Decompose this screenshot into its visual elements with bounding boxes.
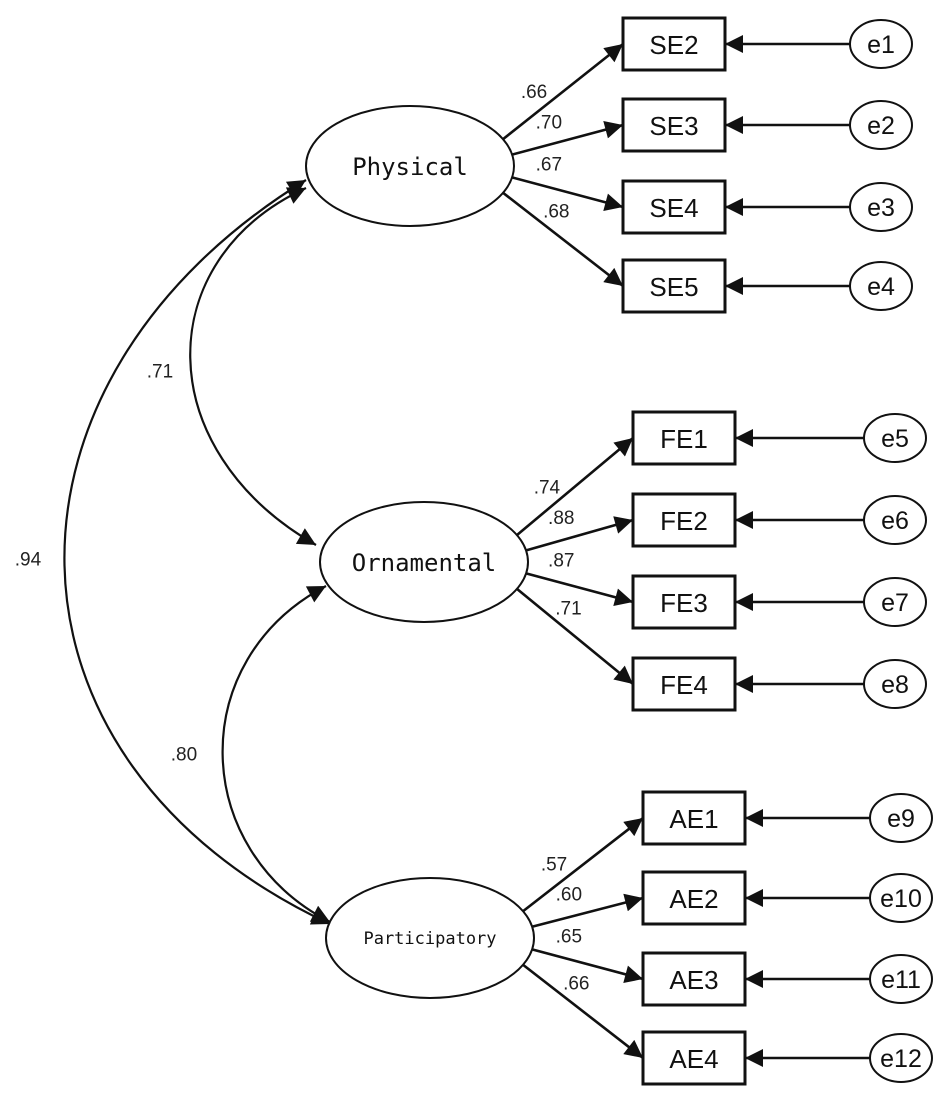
loading-value-se2: .66 <box>521 82 547 103</box>
error-circle-e12 <box>869 1033 933 1083</box>
error-label-e3: e3 <box>867 194 895 222</box>
loading-path-se5 <box>498 188 624 288</box>
indicator-box-ae1 <box>641 790 747 846</box>
latent-label-participatory: Participatory <box>363 929 496 949</box>
error-label-e5: e5 <box>881 425 909 453</box>
loading-value-ae4: .66 <box>563 974 589 995</box>
error-circle-e3 <box>849 182 913 232</box>
error-circle-e1 <box>849 19 913 69</box>
loading-path-ae2 <box>519 893 644 932</box>
loading-value-se4: .67 <box>536 155 562 176</box>
indicator-label-ae2: AE2 <box>669 884 718 914</box>
loading-path-se2 <box>498 42 624 144</box>
correlation-arc-physical-ornamental <box>189 187 317 546</box>
indicator-label-se2: SE2 <box>649 30 698 60</box>
indicator-box-fe3 <box>631 574 737 630</box>
error-circle-e4 <box>849 261 913 311</box>
loading-path-fe1 <box>512 437 634 539</box>
latent-label-ornamental: Ornamental <box>352 549 497 577</box>
indicator-label-ae4: AE4 <box>669 1044 718 1074</box>
loading-value-ae1: .57 <box>541 855 567 876</box>
error-circle-e8 <box>863 659 927 709</box>
error-label-e8: e8 <box>881 671 909 699</box>
loading-path-ae4 <box>518 960 644 1060</box>
error-circle-e9 <box>869 793 933 843</box>
loading-path-fe4 <box>512 584 634 686</box>
error-label-e1: e1 <box>867 31 895 59</box>
error-circle-e5 <box>863 413 927 463</box>
indicator-box-se4 <box>621 179 727 235</box>
indicator-box-ae2 <box>641 870 747 926</box>
loading-path-ae3 <box>519 944 644 984</box>
indicator-label-fe2: FE2 <box>660 506 708 536</box>
indicator-box-fe4 <box>631 656 737 712</box>
indicator-box-se3 <box>621 97 727 153</box>
loading-value-se5: .68 <box>543 202 569 223</box>
error-label-e6: e6 <box>881 507 909 535</box>
error-label-e12: e12 <box>880 1045 922 1073</box>
loading-value-fe4: .71 <box>555 599 581 620</box>
loading-path-se3 <box>499 120 624 160</box>
loading-value-fe2: .88 <box>548 508 574 529</box>
indicator-label-fe3: FE3 <box>660 588 708 618</box>
error-label-e9: e9 <box>887 805 915 833</box>
latent-ellipse-physical <box>305 105 515 227</box>
error-circle-e10 <box>869 873 933 923</box>
indicator-label-se3: SE3 <box>649 111 698 141</box>
error-circle-e2 <box>849 100 913 150</box>
indicator-label-fe4: FE4 <box>660 670 708 700</box>
correlation-value-physical-ornamental: .71 <box>147 362 173 383</box>
correlation-arc-ornamental-participatory <box>221 585 331 923</box>
loading-path-fe2 <box>513 516 634 556</box>
error-label-e11: e11 <box>881 966 921 994</box>
error-circle-e6 <box>863 495 927 545</box>
correlation-arc-physical-participatory <box>63 179 331 925</box>
loading-path-fe3 <box>513 568 634 607</box>
error-label-e10: e10 <box>880 885 922 913</box>
indicator-box-ae3 <box>641 951 747 1007</box>
shape-layer <box>305 16 933 1086</box>
indicator-label-ae1: AE1 <box>669 804 718 834</box>
error-circle-e11 <box>869 954 933 1004</box>
loading-value-ae3: .65 <box>556 927 582 948</box>
error-label-e4: e4 <box>867 273 895 301</box>
indicator-label-se4: SE4 <box>649 193 698 223</box>
correlation-value-ornamental-participatory: .80 <box>171 745 197 766</box>
latent-ellipse-participatory <box>325 877 535 999</box>
indicator-label-fe1: FE1 <box>660 424 708 454</box>
indicator-label-ae3: AE3 <box>669 965 718 995</box>
path-layer <box>63 35 870 1067</box>
correlation-value-physical-participatory: .94 <box>15 550 42 571</box>
loading-value-se3: .70 <box>536 112 562 133</box>
latent-ellipse-ornamental <box>319 501 529 623</box>
indicator-box-ae4 <box>641 1030 747 1086</box>
indicator-label-se5: SE5 <box>649 272 698 302</box>
error-label-e2: e2 <box>867 112 895 140</box>
loading-path-se4 <box>499 172 624 212</box>
loading-value-fe3: .87 <box>548 550 574 571</box>
loading-value-fe1: .74 <box>534 478 561 499</box>
error-circle-e7 <box>863 577 927 627</box>
error-label-e7: e7 <box>881 589 909 617</box>
loading-value-ae2: .60 <box>556 885 582 906</box>
indicator-box-fe2 <box>631 492 737 548</box>
indicator-box-se5 <box>621 258 727 314</box>
loading-path-ae1 <box>518 816 644 916</box>
latent-label-physical: Physical <box>352 153 468 181</box>
indicator-box-fe1 <box>631 410 737 466</box>
indicator-box-se2 <box>621 16 727 72</box>
